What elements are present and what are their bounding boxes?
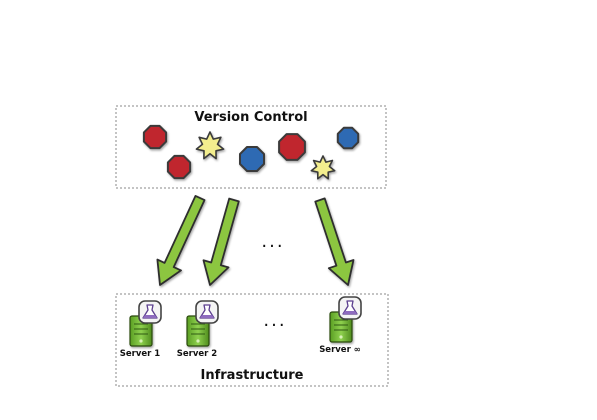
commit-octagon-7 [336,126,360,150]
commit-star-3 [195,131,225,160]
version-control-title: Version Control [194,110,307,125]
commit-star-6 [310,155,336,180]
commit-octagon-2 [166,154,192,180]
commit-shapes [142,124,360,180]
arrows-ellipsis: ... [261,231,284,252]
commit-octagon-5 [278,133,306,161]
deploy-arrow-3 [314,197,355,286]
server-2: Server 2 [177,300,219,359]
deploy-arrow-1 [156,194,206,286]
flask-logo-icon [138,300,162,324]
infrastructure-title: Infrastructure [201,368,304,383]
deploy-arrows [156,194,355,286]
commit-octagon-1 [142,124,168,150]
deploy-arrow-2 [202,197,240,286]
servers-ellipsis: ... [263,310,286,331]
version-control-box: Version Control [115,105,387,189]
commit-octagon-4 [239,146,265,172]
flask-logo-icon [195,300,219,324]
server-label: Server 1 [120,349,161,359]
server-label: Server 2 [177,349,218,359]
flask-logo-icon [338,296,362,320]
server-3: Server ∞ [319,296,362,355]
server-group: Server 1 Server 2 Server ∞ [120,296,362,359]
server-label: Server ∞ [319,345,361,355]
server-1: Server 1 [120,300,162,359]
